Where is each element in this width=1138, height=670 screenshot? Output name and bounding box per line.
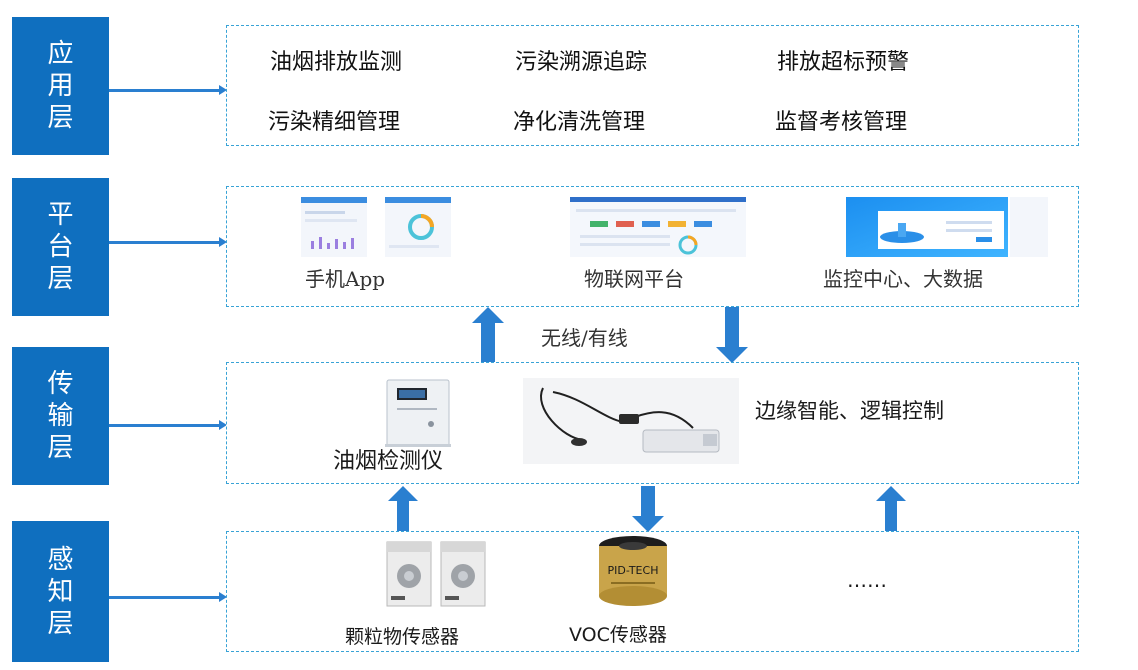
particle-sensor-label: 颗粒物传感器 bbox=[345, 626, 460, 648]
iot-platform-screenshot bbox=[570, 197, 746, 257]
layer-char: 用 bbox=[47, 71, 74, 101]
layer-char: 台 bbox=[47, 232, 74, 262]
layer-char: 应 bbox=[47, 39, 74, 69]
voc-sensor-label: VOC传感器 bbox=[569, 624, 667, 646]
mobile-app-screenshot bbox=[301, 197, 451, 257]
layer-char: 层 bbox=[47, 608, 74, 639]
arrow-up-icon bbox=[388, 486, 418, 532]
platform-item: 监控中心、大数据 bbox=[823, 267, 983, 291]
layer-char: 层 bbox=[47, 433, 74, 463]
layer-char: 知 bbox=[47, 576, 74, 607]
arrow-down-icon bbox=[716, 307, 748, 363]
monitoring-center-screenshot bbox=[846, 197, 1048, 257]
layer-label-platform: 平 台 层 bbox=[12, 178, 109, 316]
app-item: 污染精细管理 bbox=[268, 110, 401, 135]
edge-intelligence-label: 边缘智能、逻辑控制 bbox=[755, 399, 944, 423]
layer-char: 感 bbox=[47, 544, 74, 575]
layer-char: 平 bbox=[47, 200, 74, 230]
app-item: 排放超标预警 bbox=[777, 50, 910, 75]
layer-char: 输 bbox=[47, 401, 74, 431]
connector-arrow-perception bbox=[109, 592, 227, 602]
arrow-up-icon bbox=[876, 486, 906, 532]
app-layer-panel: 油烟排放监测 污染溯源追踪 排放超标预警 污染精细管理 净化清洗管理 监督考核管… bbox=[226, 25, 1079, 146]
app-item: 净化清洗管理 bbox=[513, 110, 646, 135]
edge-controller-image bbox=[523, 378, 739, 464]
platform-item: 物联网平台 bbox=[584, 267, 684, 291]
platform-layer-panel: 手机App 物联网平台 监控中心、大数据 bbox=[226, 186, 1079, 307]
arrow-up-icon bbox=[472, 307, 504, 363]
connector-arrow-app bbox=[109, 85, 227, 95]
particle-sensor-image bbox=[381, 534, 496, 612]
layer-char: 传 bbox=[47, 369, 74, 399]
app-item: 污染溯源追踪 bbox=[515, 50, 648, 75]
layer-char: 层 bbox=[47, 264, 74, 294]
voc-brand-text: PID-TECH bbox=[608, 564, 659, 577]
link-label: 无线/有线 bbox=[541, 326, 628, 350]
perception-layer-panel: 颗粒物传感器 PID-TECH VOC传感器 …… bbox=[226, 531, 1079, 652]
detector-device-image bbox=[383, 378, 453, 448]
voc-sensor-image: PID-TECH bbox=[585, 532, 681, 612]
transmission-layer-panel: 油烟检测仪 边缘智能、逻辑控制 bbox=[226, 362, 1079, 484]
layer-label-transmission: 传 输 层 bbox=[12, 347, 109, 485]
app-item: 油烟排放监测 bbox=[270, 50, 403, 75]
layer-label-app: 应 用 层 bbox=[12, 17, 109, 155]
layer-char: 层 bbox=[47, 103, 74, 133]
app-item: 监督考核管理 bbox=[775, 110, 908, 135]
layer-label-perception: 感 知 层 bbox=[12, 521, 109, 662]
arrow-down-icon bbox=[632, 486, 664, 532]
more-sensors-ellipsis: …… bbox=[847, 568, 887, 592]
connector-arrow-platform bbox=[109, 237, 227, 247]
platform-item: 手机App bbox=[305, 267, 386, 291]
detector-label: 油烟检测仪 bbox=[333, 449, 444, 474]
connector-arrow-transmission bbox=[109, 420, 227, 430]
